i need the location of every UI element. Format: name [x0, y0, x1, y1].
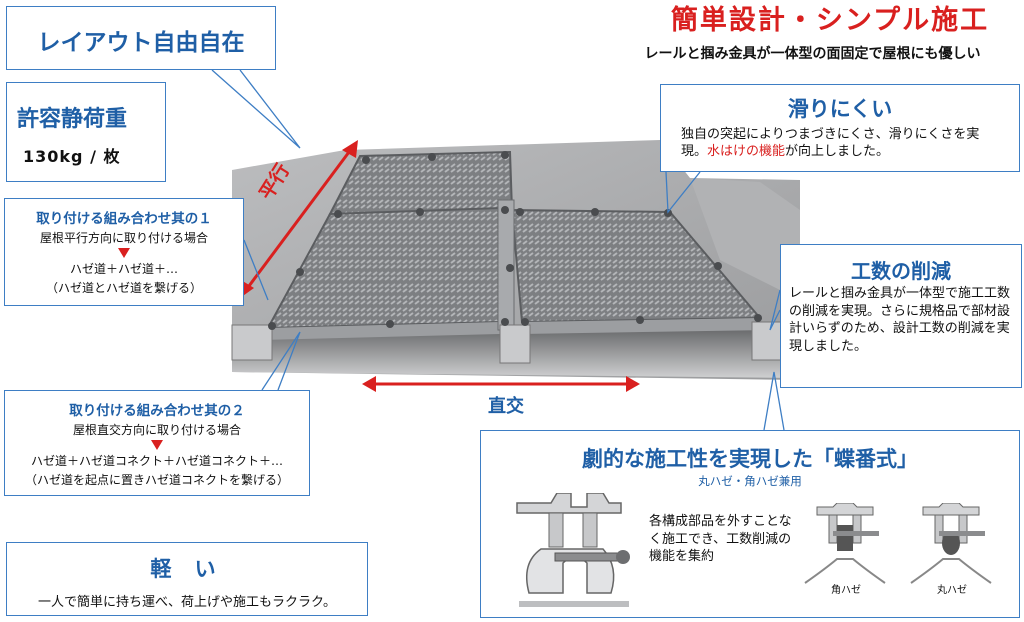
layout-title: レイアウト自由自在: [37, 30, 245, 56]
combo1-line2: （ハゼ道とハゼ道を繋げる）: [45, 281, 202, 295]
sub-title: レールと掴み金具が一体型の面固定で屋根にも優しい: [644, 46, 981, 62]
slip-desc: 独自の突起によりつまづきにくさ、滑りにくさを実現。水はけの機能が向上しました。: [681, 127, 1005, 161]
orthogonal-label: 直交: [488, 396, 524, 417]
combo1-callout: 取り付ける組み合わせ其の１ 屋根平行方向に取り付ける場合 ハゼ道＋ハゼ道＋… （…: [4, 198, 244, 306]
slip-desc-b: が向上しました。: [785, 143, 890, 159]
slip-title: 滑りにくい: [787, 97, 893, 121]
round-seam-diagram: [910, 503, 992, 584]
layout-callout: レイアウト自由自在: [6, 6, 276, 70]
hinge-desc: 各構成部品を外すことなく施工でき、工数削減の機能を集約: [649, 514, 792, 565]
hinge-cross-section-diagram: [516, 493, 630, 607]
load-value: 130kg / 枚: [23, 147, 121, 166]
combo1-title: 取り付ける組み合わせ其の１: [36, 211, 212, 227]
slip-desc-highlight: 水はけの機能: [707, 143, 786, 159]
combo2-desc: 屋根直交方向に取り付ける場合: [72, 423, 241, 437]
square-seam-label: 角ハゼ: [831, 585, 861, 596]
light-desc: 一人で簡単に持ち運べ、荷上げや施工もラクラク。: [38, 595, 336, 610]
round-seam-label: 丸ハゼ: [937, 585, 967, 596]
arrow-down-icon: [118, 248, 130, 258]
labor-title: 工数の削減: [851, 259, 951, 283]
labor-desc: レールと掴み金具が一体型で施工工数の削減を実現。さらに規格品で部材設計いらずのた…: [789, 286, 1011, 354]
hinge-callout: 劇的な施工性を実現した「蝶番式」 丸ハゼ・角ハゼ兼用 各構成部品を外すことなく施…: [480, 430, 1020, 618]
arrow-down-icon: [151, 440, 163, 450]
combo1-line1: ハゼ道＋ハゼ道＋…: [69, 262, 178, 276]
slip-callout: 滑りにくい 独自の突起によりつまづきにくさ、滑りにくさを実現。水はけの機能が向上…: [660, 84, 1020, 172]
combo2-title: 取り付ける組み合わせ其の２: [69, 403, 245, 419]
hinge-title: 劇的な施工性を実現した「蝶番式」: [582, 447, 918, 471]
labor-callout: 工数の削減 レールと掴み金具が一体型で施工工数の削減を実現。さらに規格品で部材設…: [780, 244, 1022, 388]
light-callout: 軽 い 一人で簡単に持ち運べ、荷上げや施工もラクラク。: [6, 542, 368, 616]
light-title: 軽 い: [150, 557, 224, 581]
combo1-desc: 屋根平行方向に取り付ける場合: [39, 231, 208, 245]
hinge-subtitle: 丸ハゼ・角ハゼ兼用: [698, 474, 802, 488]
main-title: 簡単設計・シンプル施工: [670, 5, 990, 36]
slip-desc-a: 独自の突起によりつまづきにくさ、滑りにくさを実現。: [681, 127, 980, 159]
load-callout: 許容静荷重 130kg / 枚: [6, 82, 166, 182]
combo2-callout: 取り付ける組み合わせ其の２ 屋根直交方向に取り付ける場合 ハゼ道＋ハゼ道コネクト…: [4, 390, 310, 496]
combo2-line2: （ハゼ道を起点に置きハゼ道コネクトを繋げる）: [24, 473, 289, 487]
square-seam-diagram: [804, 503, 886, 584]
combo2-line1: ハゼ道＋ハゼ道コネクト＋ハゼ道コネクト＋…: [30, 454, 283, 468]
load-title: 許容静荷重: [17, 107, 128, 132]
